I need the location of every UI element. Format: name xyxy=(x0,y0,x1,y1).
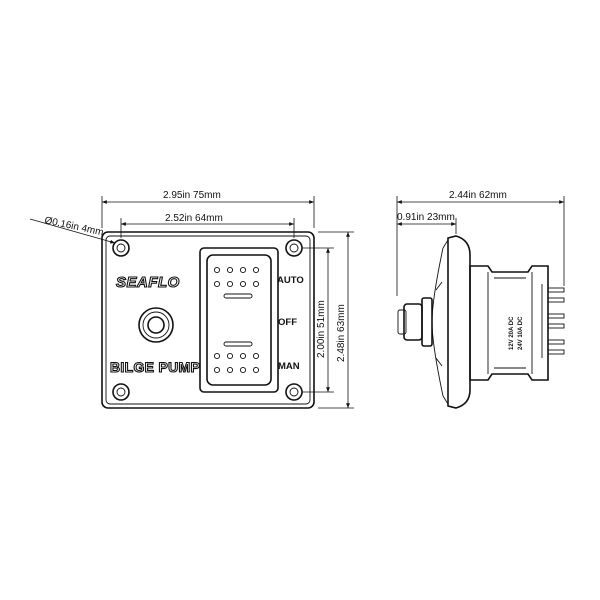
switch-indicator-lower xyxy=(213,341,260,374)
front-view: SEAFLO BILGE PUMP xyxy=(101,231,315,409)
dim-side-depth-front: 0.91in 23mm xyxy=(397,212,455,223)
product-label: BILGE PUMP xyxy=(110,359,200,375)
side-bezel xyxy=(447,235,471,409)
side-terminals xyxy=(541,284,565,358)
side-fuse-holder xyxy=(397,297,433,347)
rating-line-1: 12V 20A DC xyxy=(509,316,515,350)
dim-side-depth-total: 2.44in 62mm xyxy=(449,190,507,201)
side-dimensions: 2.44in 62mm 0.91in 23mm xyxy=(396,190,565,296)
side-switch-body xyxy=(469,265,549,381)
dim-overall-height: 2.48in 63mm xyxy=(336,304,347,362)
brand-logo: SEAFLO xyxy=(116,274,180,291)
side-view: 12V 20A DC 24V 10A DC xyxy=(397,235,565,409)
mounting-hole-top-left xyxy=(112,239,130,257)
switch-indicator-upper xyxy=(213,266,260,299)
dim-hole-spacing-horizontal: 2.52in 64mm xyxy=(165,213,223,224)
rating-line-2: 24V 10A DC xyxy=(518,316,524,350)
panel-outline xyxy=(101,231,315,409)
position-label-off: OFF xyxy=(278,317,297,328)
side-rocker-profile xyxy=(431,247,444,397)
mounting-hole-bottom-left xyxy=(112,383,130,401)
mounting-hole-top-right xyxy=(285,239,303,257)
panel-inner-outline xyxy=(105,235,311,405)
position-label-auto: AUTO xyxy=(277,275,304,286)
rocker-switch xyxy=(199,247,279,393)
dim-hole-spacing-vertical: 2.00in 51mm xyxy=(316,300,327,358)
dim-overall-width: 2.95in 75mm xyxy=(163,190,221,201)
front-dimensions: 2.95in 75mm 2.52in 64mm Ø0.16in 4mm 2.00… xyxy=(29,190,354,409)
fuse-holder xyxy=(138,307,174,343)
mounting-hole-bottom-right xyxy=(285,383,303,401)
position-label-man: MAN xyxy=(278,361,300,372)
dim-hole-diameter: Ø0.16in 4mm xyxy=(43,215,104,238)
